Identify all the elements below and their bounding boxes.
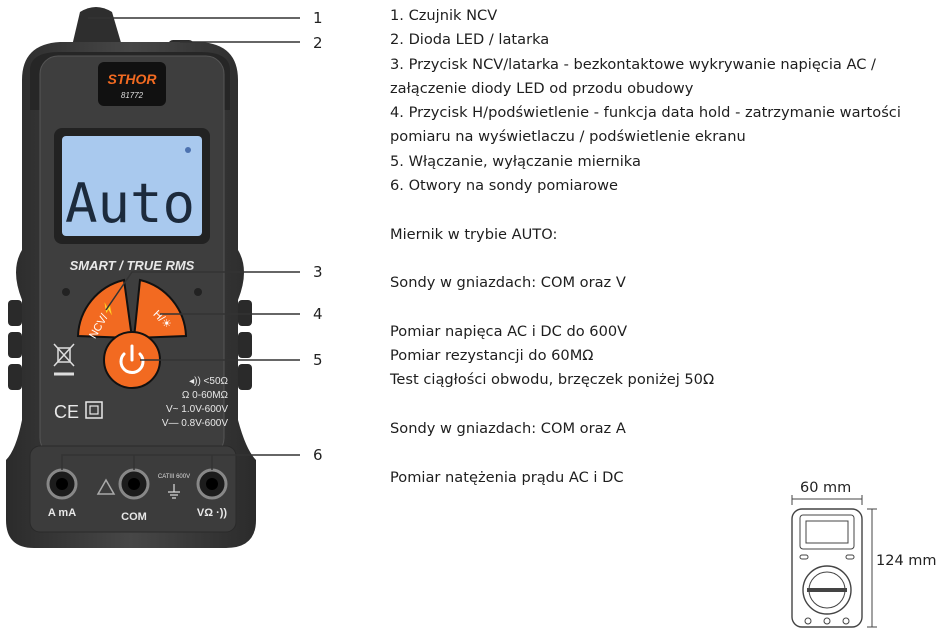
brand-logo: STHOR: [108, 71, 158, 87]
callout-5: 5: [313, 351, 323, 369]
measure-item: Pomiar rezystancji do 60MΩ: [390, 347, 594, 365]
callout-line-6: [61, 454, 300, 470]
ncv-flashlight-button[interactable]: NCV/⚡: [76, 278, 134, 341]
spec-line: V— 0.8V-600V: [162, 418, 228, 429]
sockets-com-a: Sondy w gniazdach: COM oraz A: [390, 420, 626, 438]
ground-icon: [168, 484, 180, 499]
logo-plate: [98, 62, 166, 106]
ce-mark-icon: CE: [54, 402, 79, 422]
warning-triangle-icon: [96, 478, 116, 495]
callout-2: 2: [313, 34, 323, 52]
jack-a-ma[interactable]: [46, 468, 78, 500]
callout-line-3: [105, 271, 300, 311]
multimeter-illustration: STHOR 81772 Auto SMART / TRUE RMS NCV/⚡ …: [6, 7, 300, 548]
dimension-drawing: [791, 495, 877, 628]
jack-label-com: COM: [121, 511, 147, 523]
feature-item: 3. Przycisk NCV/latarka - bezkontaktowe …: [390, 55, 876, 97]
dimension-width: 60 mm: [800, 480, 852, 496]
device-subtitle: SMART / TRUE RMS: [70, 258, 195, 273]
weee-bin-icon: [53, 343, 75, 376]
feature-item: 6. Otwory na sondy pomiarowe: [390, 177, 618, 195]
measure-item: Test ciągłości obwodu, brzęczek poniżej …: [390, 371, 715, 389]
spec-line: V~ 1.0V-600V: [166, 404, 228, 415]
sockets-com-v: Sondy w gniazdach: COM oraz V: [390, 274, 626, 292]
ncv-sensor: [72, 7, 122, 46]
callout-4: 4: [313, 305, 323, 323]
lcd-screen: [62, 136, 202, 236]
feature-description: 1. Czujnik NCV 2. Dioda LED / latarka 3.…: [390, 4, 930, 490]
measure-current: Pomiar natężenia prądu AC i DC: [390, 468, 624, 486]
jack-com[interactable]: [118, 468, 150, 500]
spec-line: Ω 0-60MΩ: [182, 390, 229, 401]
lcd-display-text: Auto: [65, 172, 195, 235]
backlight-indicator-icon: [185, 147, 191, 153]
feature-item: 4. Przycisk H/podświetlenie - funkcja da…: [390, 104, 901, 146]
auto-mode-title: Miernik w trybie AUTO:: [390, 225, 558, 243]
model-number: 81772: [121, 91, 144, 100]
feature-item: 1. Czujnik NCV: [390, 7, 498, 24]
feature-item: 2. Dioda LED / latarka: [390, 31, 550, 49]
jack-label-v-ohm: VΩ ·)): [197, 507, 228, 519]
callout-3: 3: [313, 263, 323, 281]
callout-6: 6: [313, 446, 323, 464]
cat-rating: CATIII 600V: [158, 474, 190, 480]
jack-v-ohm[interactable]: [196, 468, 228, 500]
double-insulation-icon: [85, 401, 103, 419]
jack-label-a-ma: A mA: [48, 507, 76, 519]
spec-line: ◂)) <50Ω: [189, 376, 228, 387]
feature-item: 5. Włączanie, wyłączanie miernika: [390, 152, 641, 170]
measure-item: Pomiar napięca AC i DC do 600V: [390, 322, 628, 340]
callout-1: 1: [313, 9, 323, 27]
dimension-height: 124 mm: [876, 553, 937, 569]
